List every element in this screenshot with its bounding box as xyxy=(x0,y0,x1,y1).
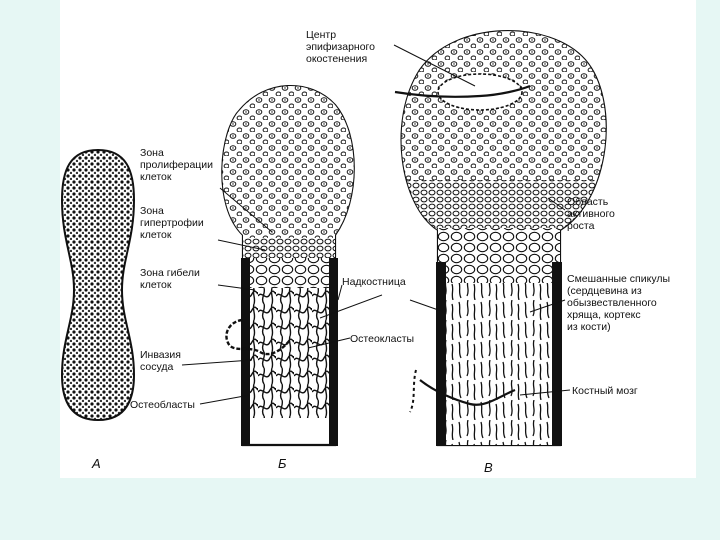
periosteum-right-b xyxy=(329,258,338,446)
labels-c: Центр эпифизарного окостенения Область а… xyxy=(306,29,673,397)
label-bone-marrow: Костный мозг xyxy=(572,385,638,397)
label-periosteum: Надкостница xyxy=(342,276,406,288)
hypertrophy-zone-b xyxy=(243,238,335,260)
letter-a: А xyxy=(91,456,101,471)
figure-b xyxy=(221,84,355,447)
figure-a-outline xyxy=(60,148,136,422)
letter-c: В xyxy=(484,460,493,475)
figure-a xyxy=(60,148,136,422)
label-osteoblasts: Остеобласты xyxy=(130,399,195,411)
periosteum-left-b xyxy=(241,258,250,446)
ossification-center xyxy=(437,73,523,111)
spicule-zone-c xyxy=(438,283,560,445)
figure-c xyxy=(394,30,607,447)
vessel-c-marrow xyxy=(419,379,516,406)
label-death-zone: Зона гибели клеток xyxy=(140,267,203,291)
label-vessel-invasion: Инвазия сосуда xyxy=(140,349,184,373)
labels-b: Зона пролиферации клеток Зона гипертрофи… xyxy=(130,147,414,411)
label-hypertrophy: Зона гипертрофии клеток xyxy=(140,205,207,241)
dashed-periosteum-c xyxy=(409,369,417,413)
label-mixed-spicules: Смешанные спикулы (сердцевина из обызвес… xyxy=(567,273,673,333)
cortex-right-c xyxy=(552,262,562,446)
leader-lines xyxy=(181,44,571,405)
trabecular-zone-b xyxy=(243,288,335,418)
bone-development-diagram: Зона пролиферации клеток Зона гипертрофи… xyxy=(60,29,673,475)
label-proliferation: Зона пролиферации клеток xyxy=(140,147,216,183)
label-active-growth: Область активного роста xyxy=(567,196,618,232)
vessel-b xyxy=(225,318,291,356)
death-zone-b xyxy=(243,258,335,288)
cortex-left-c xyxy=(436,262,446,446)
letter-b: Б xyxy=(278,456,287,471)
label-ossification-center: Центр эпифизарного окостенения xyxy=(306,29,378,65)
vessel-c-top xyxy=(394,84,531,98)
cartilage-cells-b xyxy=(222,86,354,250)
label-osteoclasts: Остеокласты xyxy=(350,333,414,345)
hypertrophy-zone-c xyxy=(438,228,560,283)
figure-panel: Зона пролиферации клеток Зона гипертрофи… xyxy=(60,0,696,478)
